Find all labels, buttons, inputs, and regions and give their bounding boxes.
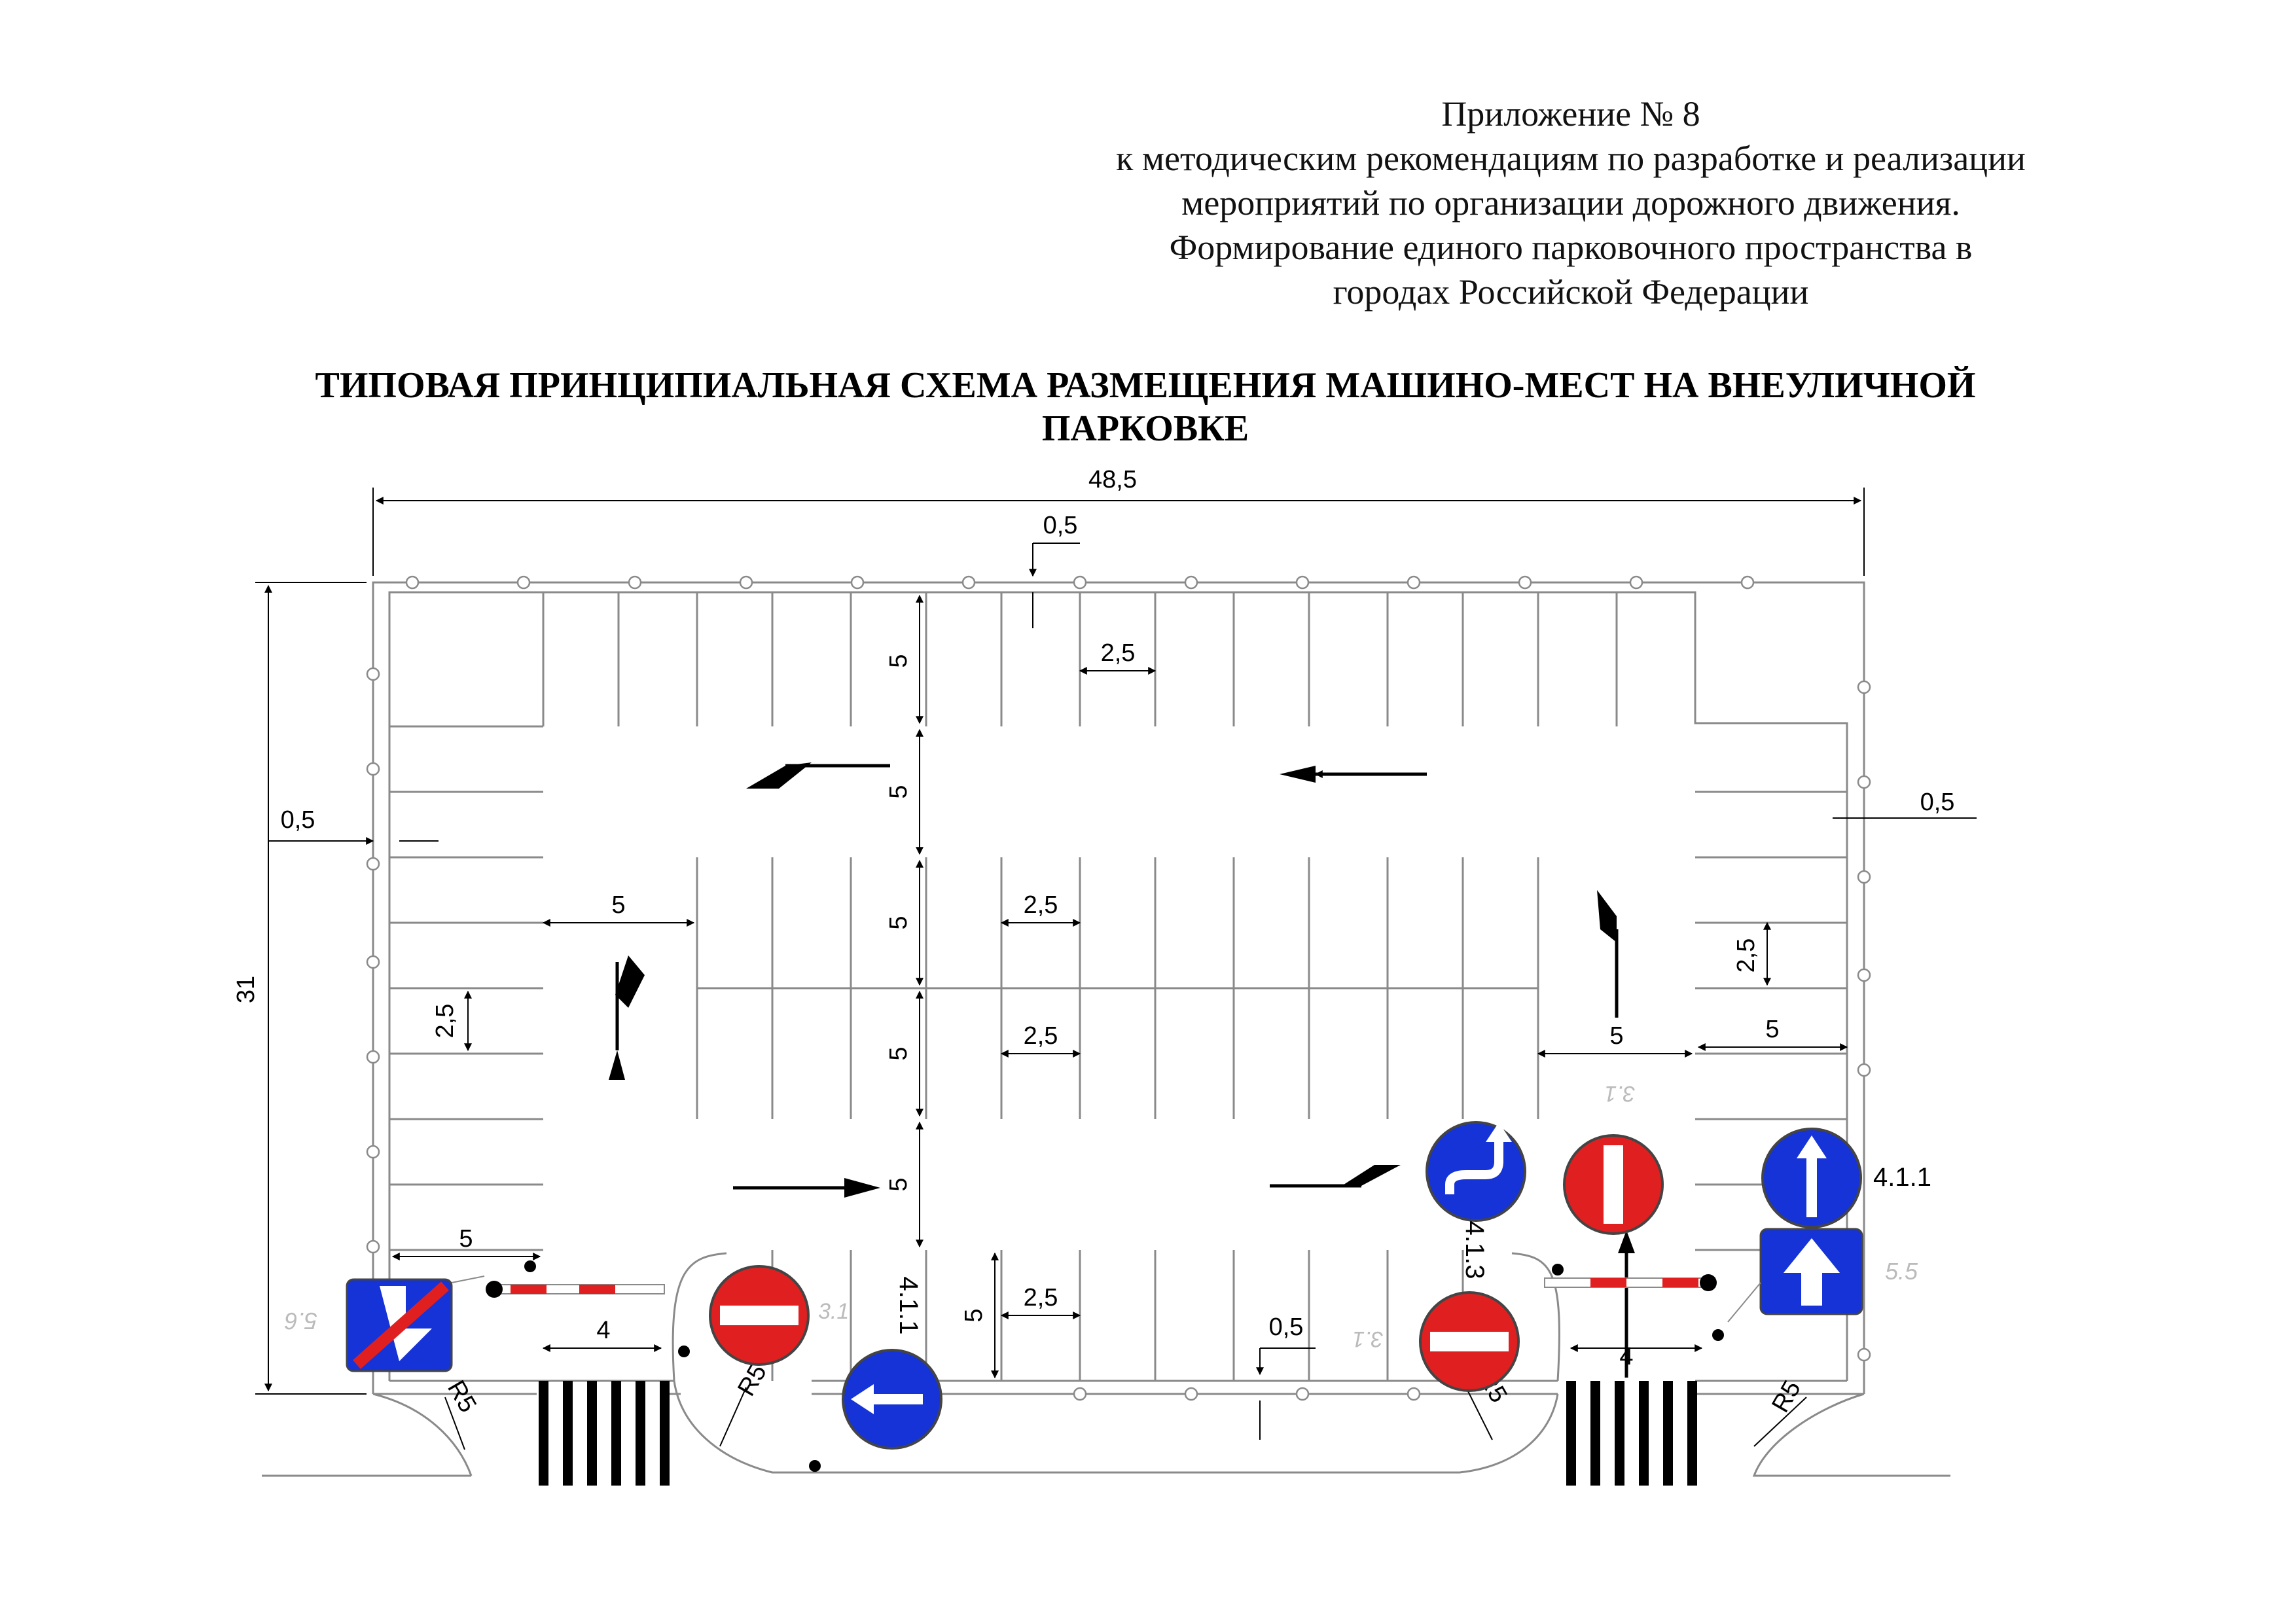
sign-4-1-3-label: 4.1.3: [1460, 1221, 1489, 1279]
dim-radius-2: R5: [732, 1359, 772, 1400]
dim-row-depth-9: 5: [1765, 1016, 1779, 1043]
dimension-labels: 48,5 0,5 31 0,5 0,5 0,5 5 5 5 5 5 5 5 5 …: [232, 466, 1954, 1418]
sign-5-6-label: 5.6: [284, 1308, 317, 1334]
dim-row-depth-3: 5: [885, 916, 912, 929]
pedestrian-crossing-right: [1566, 1381, 1697, 1486]
barriers: [486, 1260, 1724, 1472]
direction-arrows: [609, 762, 1635, 1378]
dim-row-depth-7: 5: [611, 891, 625, 919]
dim-stall-width-5: 2,5: [431, 1004, 459, 1039]
header-line-4: Формирование единого парковочного простр…: [1169, 228, 1973, 267]
dim-stall-width-1: 2,5: [1101, 639, 1136, 667]
dim-row-depth-5: 5: [885, 1177, 912, 1191]
parking-scheme: 48,5 0,5 31 0,5 0,5 0,5 5 5 5 5 5 5 5 5 …: [232, 466, 1977, 1486]
sign-4-1-3-right-turn-up: 4.1.3: [1426, 1121, 1526, 1279]
sign-4-1-1-label-left: 4.1.1: [894, 1277, 923, 1335]
header-line-2: к методическим рекомендациям по разработ…: [1116, 139, 2026, 178]
title-line-2: ПАРКОВКЕ: [1041, 408, 1249, 449]
sign-4-1-1-left-direction: 4.1.1: [842, 1277, 942, 1450]
dimension-lines: [255, 488, 1977, 1450]
sign-3-1-no-entry-left: 3.1: [709, 1265, 849, 1366]
appendix-header: Приложение № 8 к методическим рекомендац…: [1080, 92, 2062, 314]
parking-stall-lines: [389, 592, 1847, 1381]
sign-3-1-label-vertical: 3.1: [1604, 1081, 1635, 1106]
pedestrian-crossing-left: [539, 1381, 670, 1486]
dim-total-height: 31: [232, 976, 260, 1003]
title-line-1: ТИПОВАЯ ПРИНЦИПИАЛЬНАЯ СХЕМА РАЗМЕЩЕНИЯ …: [315, 365, 1976, 406]
dim-right-offset: 0,5: [1920, 789, 1955, 816]
sign-4-1-1-straight-right: 4.1.1: [1761, 1128, 1931, 1228]
header-line-3: мероприятий по организации дорожного дви…: [1181, 183, 1960, 223]
document-title: ТИПОВАЯ ПРИНЦИПИАЛЬНАЯ СХЕМА РАЗМЕЩЕНИЯ …: [196, 364, 2094, 450]
dim-top-offset: 0,5: [1043, 512, 1078, 539]
sign-5-5-one-way-road: 5.5: [1727, 1228, 1918, 1323]
dim-radius-4: R5: [1767, 1376, 1806, 1417]
dim-stall-width-6: 2,5: [1732, 938, 1760, 973]
dim-entry-width-1: 4: [596, 1317, 610, 1344]
dim-total-width: 48,5: [1088, 466, 1137, 493]
header-line-5: городах Российской Федерации: [1333, 272, 1809, 312]
sign-5-6-end-of-one-way: 5.6: [284, 1275, 485, 1372]
dim-row-depth-6: 5: [960, 1308, 988, 1322]
dim-row-depth-4: 5: [885, 1046, 912, 1060]
dim-stall-width-3: 2,5: [1024, 1022, 1058, 1050]
dim-bottom-offset: 0,5: [1269, 1313, 1304, 1341]
dim-row-depth-8: 5: [1609, 1022, 1623, 1050]
dim-row-depth-1: 5: [885, 654, 912, 668]
sign-4-1-1-label-right: 4.1.1: [1873, 1163, 1931, 1192]
dim-stall-width-4: 2,5: [1024, 1284, 1058, 1311]
dim-row-depth-10: 5: [459, 1225, 473, 1253]
lamp-posts: [366, 575, 1871, 1401]
sign-3-1-no-entry-right: 3.1: [1352, 1291, 1520, 1392]
parking-boundary: [262, 581, 1950, 1477]
dim-left-offset: 0,5: [281, 806, 315, 834]
dim-stall-width-2: 2,5: [1024, 891, 1058, 919]
header-line-1: Приложение № 8: [1441, 94, 1700, 134]
dim-row-depth-2: 5: [885, 785, 912, 798]
dim-radius-1: R5: [442, 1376, 482, 1417]
sign-3-1-label-left: 3.1: [818, 1299, 849, 1324]
sign-3-1-no-entry-vertical: 3.1: [1563, 1081, 1664, 1235]
sign-5-5-label: 5.5: [1885, 1258, 1918, 1285]
sign-3-1-label-right: 3.1: [1352, 1327, 1383, 1351]
